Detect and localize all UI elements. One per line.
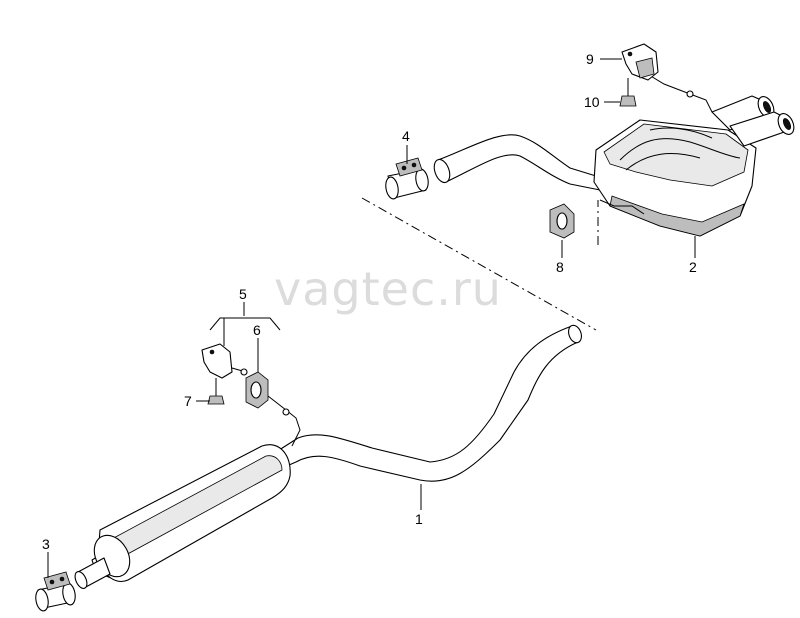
hanger-bracket-icon [201, 343, 248, 379]
rubber-mount-icon [245, 371, 269, 409]
callout-3: 3 [42, 536, 50, 552]
callout-9: 9 [586, 51, 594, 67]
connection-dashline [361, 197, 599, 331]
leader-lines [47, 58, 696, 578]
callout-2: 2 [689, 259, 697, 275]
callout-6: 6 [253, 322, 261, 338]
pipe-clamp-icon [35, 571, 76, 612]
watermark-text: vagtec.ru [274, 262, 502, 316]
bolt-icon [619, 78, 637, 107]
callout-1: 1 [415, 511, 423, 527]
front-pipe-with-center-muffler-icon [74, 324, 582, 589]
hanger-bracket-icon [621, 43, 659, 81]
pipe-clamp-icon [385, 157, 429, 200]
callout-10: 10 [584, 94, 600, 110]
callout-4: 4 [402, 128, 410, 144]
callout-7: 7 [184, 393, 192, 409]
callout-5: 5 [239, 286, 247, 302]
callout-8: 8 [556, 259, 564, 275]
rubber-mount-icon [549, 203, 575, 239]
bolt-icon [207, 378, 225, 405]
rear-silencer-with-twin-tips-icon [433, 71, 795, 237]
